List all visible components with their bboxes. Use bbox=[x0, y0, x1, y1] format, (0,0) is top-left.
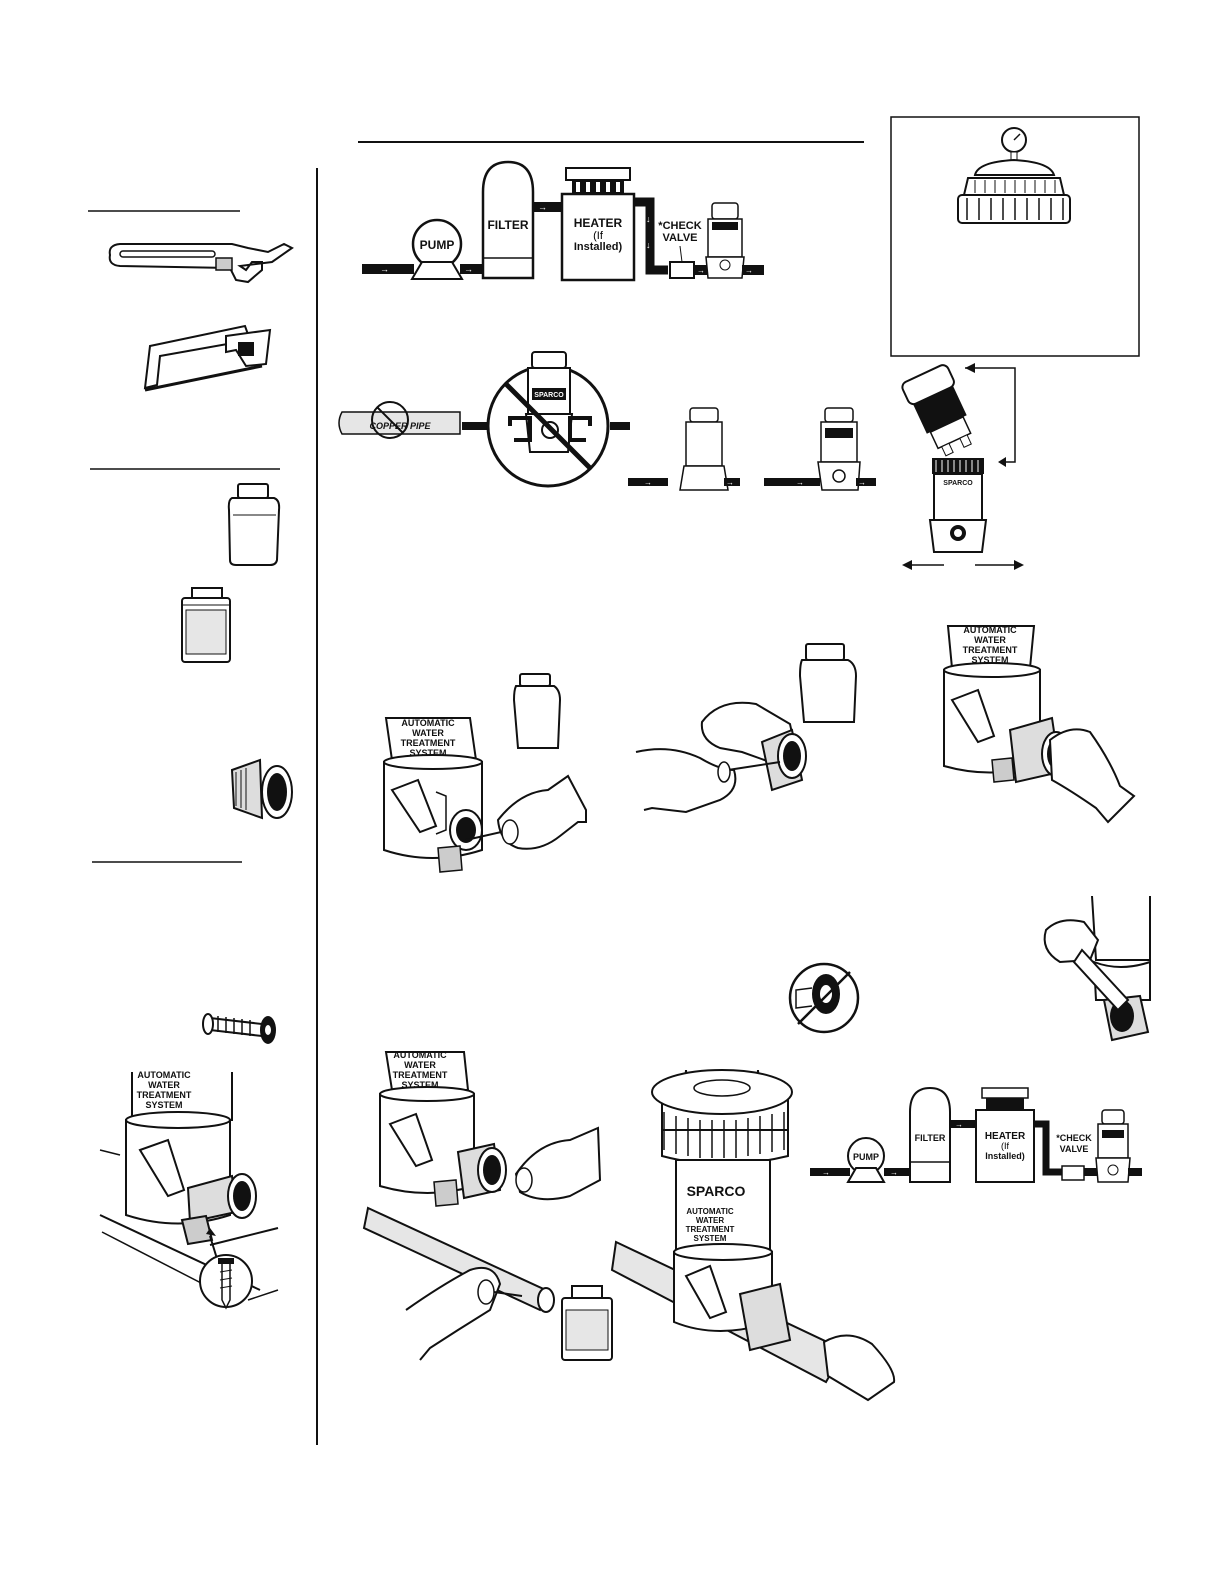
svg-text:→: → bbox=[644, 478, 652, 487]
heater-installed-label-bottom: Installed) bbox=[985, 1151, 1025, 1161]
svg-text:→: → bbox=[726, 478, 734, 487]
svg-text:↓: ↓ bbox=[646, 214, 651, 224]
feeder-label-e2: WATER bbox=[696, 1216, 725, 1225]
feeder-label-c4: SYSTEM bbox=[971, 655, 1008, 665]
check-valve-label-2: VALVE bbox=[662, 232, 697, 244]
svg-text:→: → bbox=[538, 202, 547, 212]
feeder-label-b1: AUTOMATIC bbox=[401, 718, 455, 728]
feeder-label-d4: SYSTEM bbox=[401, 1080, 438, 1090]
heater-installed-label: Installed) bbox=[574, 241, 623, 253]
feeder-label-e4: SYSTEM bbox=[694, 1234, 727, 1243]
feeder-label-c1: AUTOMATIC bbox=[963, 625, 1017, 635]
check-valve-label-1: *CHECK bbox=[658, 220, 701, 232]
pump-label: PUMP bbox=[420, 238, 455, 252]
svg-text:→: → bbox=[464, 264, 473, 274]
feeder-label-l3: TREATMENT bbox=[137, 1090, 192, 1100]
svg-text:↓: ↓ bbox=[646, 240, 651, 250]
brand-label-large: SPARCO bbox=[687, 1183, 746, 1199]
feeder-label-l2: WATER bbox=[148, 1080, 180, 1090]
heater-label-bottom: HEATER bbox=[985, 1131, 1026, 1142]
copper-pipe-label: COPPER PIPE bbox=[369, 421, 431, 431]
brand-label-1: SPARCO bbox=[534, 392, 564, 399]
feeder-label-l1: AUTOMATIC bbox=[137, 1070, 191, 1080]
feeder-label-d2: WATER bbox=[404, 1060, 436, 1070]
pump-label-bottom: PUMP bbox=[853, 1152, 879, 1162]
svg-text:→: → bbox=[745, 266, 753, 275]
svg-text:→: → bbox=[697, 266, 705, 275]
brand-label-2: SPARCO bbox=[943, 480, 973, 487]
feeder-label-e1: AUTOMATIC bbox=[686, 1207, 733, 1216]
filter-label-bottom: FILTER bbox=[915, 1133, 946, 1143]
feeder-label-e3: TREATMENT bbox=[686, 1225, 735, 1234]
svg-text:→: → bbox=[380, 264, 389, 274]
svg-text:→: → bbox=[822, 1168, 830, 1177]
feeder-label-b3: TREATMENT bbox=[401, 738, 456, 748]
filter-label: FILTER bbox=[487, 218, 528, 232]
svg-text:→: → bbox=[858, 478, 866, 487]
feeder-label-b4: SYSTEM bbox=[409, 748, 446, 758]
check-valve-label-bottom-2: VALVE bbox=[1060, 1144, 1089, 1154]
heater-label: HEATER bbox=[574, 216, 623, 230]
feeder-label-d3: TREATMENT bbox=[393, 1070, 448, 1080]
svg-text:→: → bbox=[890, 1168, 898, 1177]
check-valve-label-bottom-1: *CHECK bbox=[1056, 1133, 1092, 1143]
feeder-label-b2: WATER bbox=[412, 728, 444, 738]
heater-if-label-bottom: (If bbox=[1001, 1141, 1009, 1151]
svg-text:→: → bbox=[796, 478, 804, 487]
feeder-label-l4: SYSTEM bbox=[145, 1100, 182, 1110]
feeder-label-c3: TREATMENT bbox=[963, 645, 1018, 655]
feeder-label-c2: WATER bbox=[974, 635, 1006, 645]
feeder-label-d1: AUTOMATIC bbox=[393, 1050, 447, 1060]
svg-text:→: → bbox=[955, 1120, 963, 1129]
heater-if-label: (If bbox=[593, 230, 604, 242]
